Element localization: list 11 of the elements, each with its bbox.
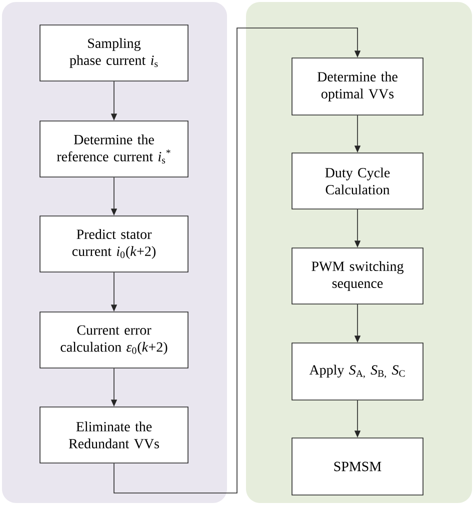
process-box: PWM switching sequence bbox=[292, 248, 424, 304]
process-box: Sampling phase current i$_{s}$ bbox=[40, 24, 188, 82]
process-box: Current error calculation ε$_{0}$(k+2) bbox=[40, 312, 188, 368]
arrow bbox=[114, 28, 361, 494]
process-box: Duty Cycle Calculation bbox=[292, 152, 424, 210]
process-box: Eliminate the Redundant VVs bbox=[40, 406, 188, 464]
process-box: SPMSM bbox=[292, 438, 424, 496]
process-box: Predict stator current i$_{0}$(k+2) bbox=[40, 216, 188, 272]
process-box: Apply S$_{A,}$ S$_{B,}$ S$_{C}$ bbox=[292, 342, 424, 400]
process-box: Determine the optimal VVs bbox=[292, 58, 424, 116]
process-box: Determine the reference current i$_{s}$* bbox=[40, 120, 188, 178]
